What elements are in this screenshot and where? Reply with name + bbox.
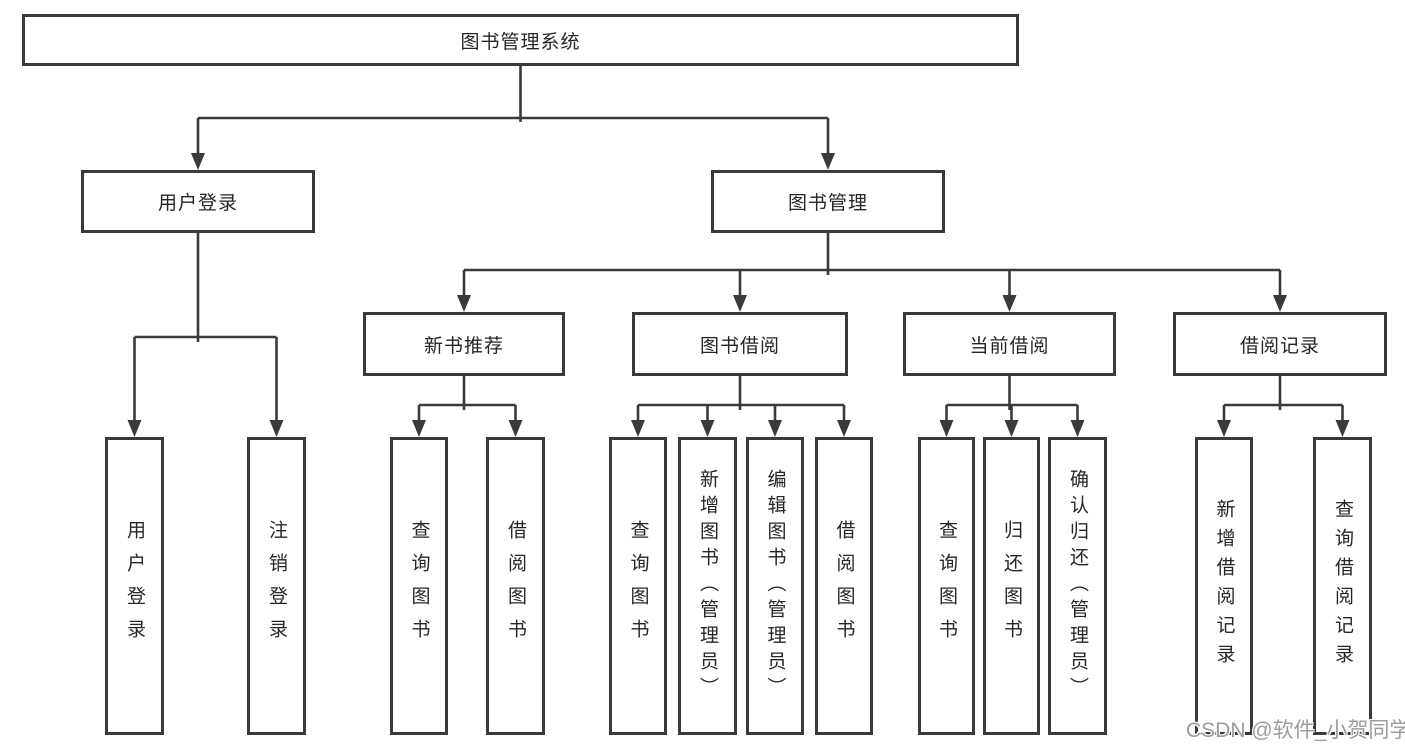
leaf-label: 确认归还（管理员） [1067,469,1088,703]
leaf-query-books-recommend: 查询图书 [390,437,448,735]
leaf-label: 用户登录 [124,520,145,652]
leaf-confirm-return-admin: 确认归还（管理员） [1048,437,1107,735]
leaf-add-books-admin: 新增图书（管理员） [678,437,737,735]
node-label: 借阅记录 [1239,335,1320,357]
node-book-management-branch: 图书管理 [711,170,945,233]
leaf-label: 查询借阅记录 [1332,499,1353,673]
arrowheads [127,153,1350,437]
node-label: 图书借阅 [699,335,780,357]
leaf-query-books-borrow: 查询图书 [609,437,667,735]
leaf-logout: 注销登录 [247,437,306,735]
leaf-label: 新增借阅记录 [1213,499,1235,673]
node-new-book-recommend: 新书推荐 [363,312,565,376]
node-label: 用户登录 [157,193,238,214]
node-label: 当前借阅 [969,335,1050,357]
leaf-label: 查询图书 [936,520,957,652]
leaf-label: 借阅图书 [833,520,855,652]
leaf-label: 借阅图书 [505,520,526,652]
leaf-label: 归还图书 [1001,520,1022,652]
node-current-borrow: 当前借阅 [903,312,1116,376]
leaf-label: 查询图书 [408,520,430,652]
node-borrow-records: 借阅记录 [1173,312,1387,376]
node-label: 图书管理系统 [460,31,581,53]
node-label: 新书推荐 [423,335,504,357]
node-user-login-branch: 用户登录 [81,170,315,233]
node-root-system: 图书管理系统 [22,14,1019,66]
node-label: 图书管理 [787,193,868,214]
csdn-watermark: CSDN @软件_小贺同学 [1186,719,1405,742]
leaf-label: 编辑图书（管理员） [764,469,786,703]
leaf-return-books: 归还图书 [983,437,1040,735]
leaf-label: 查询图书 [627,520,649,652]
leaf-borrow-books: 借阅图书 [815,437,873,735]
node-book-borrow: 图书借阅 [632,312,848,376]
leaf-label: 新增图书（管理员） [697,469,718,703]
leaf-edit-books-admin: 编辑图书（管理员） [746,437,804,735]
leaf-borrow-books-recommend: 借阅图书 [486,437,545,735]
leaf-label: 注销登录 [266,520,287,652]
leaf-user-login: 用户登录 [105,437,164,735]
leaf-query-borrow-record: 查询借阅记录 [1313,437,1372,735]
leaf-query-books-current: 查询图书 [918,437,975,735]
leaf-add-borrow-record: 新增借阅记录 [1195,437,1253,735]
